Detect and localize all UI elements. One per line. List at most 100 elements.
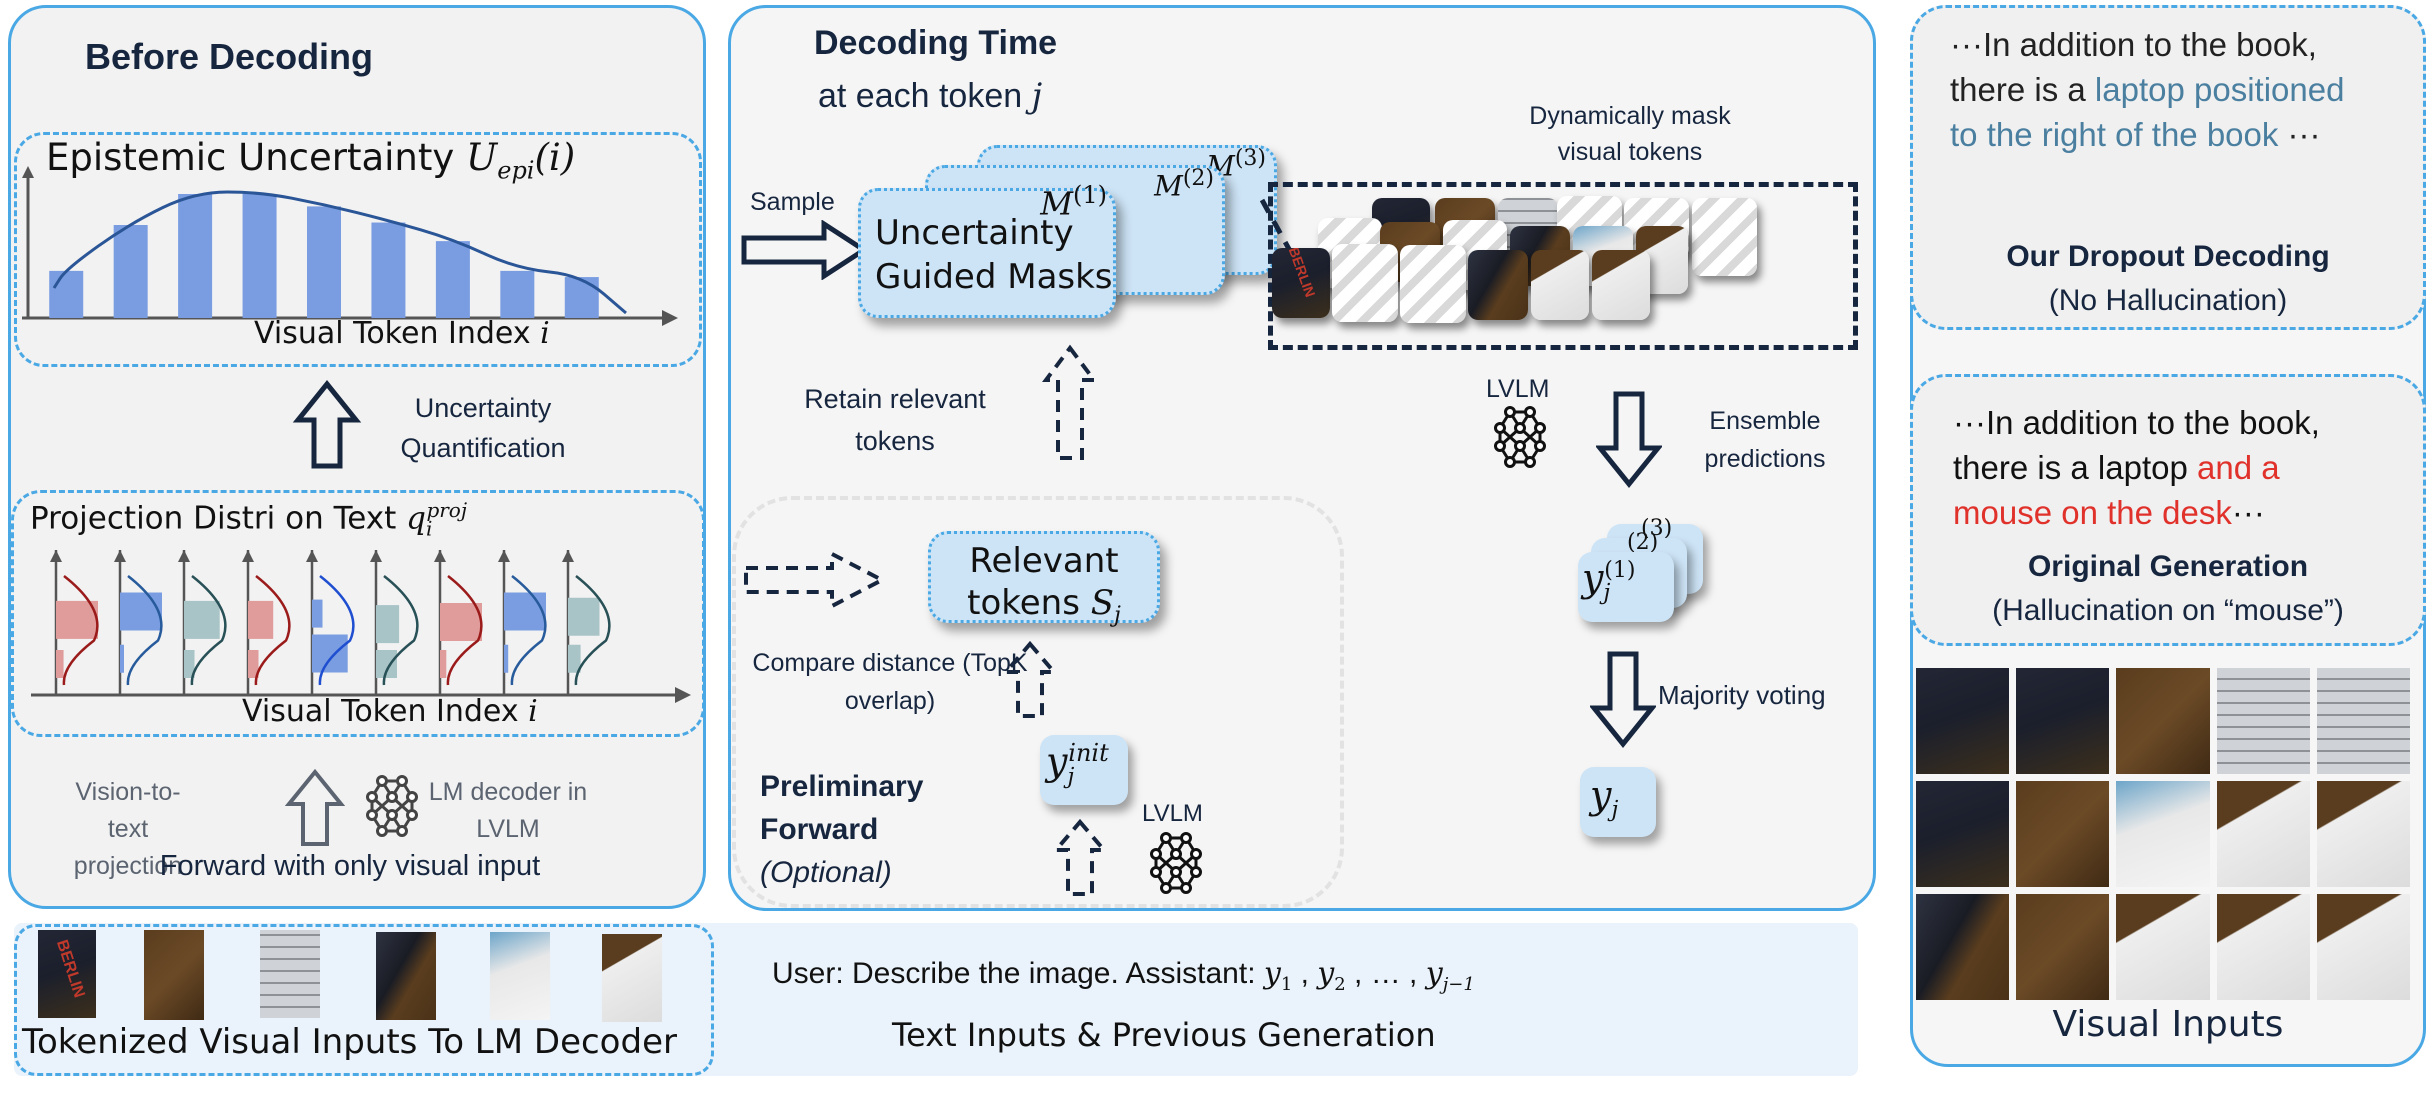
visual-token-tile	[1468, 250, 1528, 320]
ensemble-down-arrow-icon	[1596, 391, 1662, 488]
uncertainty-guided-masks-card: Uncertainty Guided Masks M(1)	[858, 181, 1116, 318]
distribution-curve	[254, 575, 291, 686]
mask-1-label: M(1)	[1040, 181, 1107, 223]
trend-curve	[52, 190, 627, 315]
bar	[49, 270, 84, 318]
faithful-highlight: laptop positioned to the right of the bo…	[1950, 71, 2345, 153]
network-node	[1494, 440, 1506, 452]
distribution-bar	[440, 650, 447, 678]
network-node	[1524, 406, 1536, 418]
visual-input-patch	[2016, 894, 2110, 1000]
visual-input-patch	[1916, 894, 2010, 1000]
neural-network-icon	[1150, 832, 1202, 894]
distribution-bar	[184, 600, 220, 639]
distribution-curve	[126, 575, 163, 686]
visual-input-patch	[1916, 781, 2010, 887]
relevant-tokens-card: Relevant tokens Sj	[928, 531, 1160, 628]
tokenized-visual-tile	[602, 934, 662, 1022]
tokenized-visual-tile	[144, 930, 204, 1020]
final-token-card: yj	[1580, 767, 1656, 837]
distribution-bar	[248, 600, 274, 639]
token-axis-arrowhead	[114, 550, 126, 562]
relevant-tokens-text: Relevant tokens Sj	[967, 541, 1121, 628]
majority-voting-label: Majority voting	[1658, 680, 1826, 710]
bar	[371, 222, 406, 318]
token-axis-arrowhead	[562, 550, 574, 562]
preliminary-forward-region	[732, 496, 1344, 908]
dashed-right-arrow-icon	[744, 550, 887, 610]
retain-dashed-up-arrow-icon	[1042, 344, 1098, 460]
ensemble-3-sup: (3)	[1641, 516, 1673, 541]
original-generation-subtitle: (Hallucination on “mouse”)	[1992, 594, 2344, 627]
decoding-time-panel	[728, 5, 1876, 911]
y-init-card: yjinit	[1040, 735, 1128, 805]
network-node	[376, 775, 388, 787]
token-axis-arrowhead	[498, 550, 510, 562]
visual-input-patch	[2316, 894, 2410, 1000]
our-generation-text: ···In addition to the book, there is a l…	[1950, 26, 2345, 153]
bar	[242, 194, 277, 318]
visual-inputs-label: Visual Inputs	[2052, 1004, 2284, 1045]
visual-input-patch	[2016, 668, 2110, 774]
token-axis-arrowhead	[178, 550, 190, 562]
mask-2-label: M(2)	[1154, 166, 1214, 203]
network-node	[1514, 422, 1526, 434]
visual-input-patch	[2016, 781, 2110, 887]
network-node	[1170, 848, 1182, 860]
epistemic-chart-xlabel: Visual Token Index i	[254, 316, 550, 351]
projection-distribution-box	[11, 490, 705, 737]
bar	[113, 225, 148, 318]
network-node	[1160, 832, 1172, 844]
network-node	[386, 791, 398, 803]
tokenized-visual-tile	[260, 930, 320, 1018]
distribution-bar	[504, 644, 509, 673]
network-node	[1180, 832, 1192, 844]
bar	[435, 241, 470, 318]
visual-input-patch	[2316, 781, 2410, 887]
visual-input-patch	[2116, 781, 2210, 887]
berlin-text: BERLIN	[52, 937, 88, 1000]
original-generation-box	[1910, 374, 2426, 646]
retain-relevant-label: Retain relevant tokens	[804, 384, 986, 456]
tokenized-visual-tile	[376, 932, 436, 1020]
lvlm-label-prelim: LVLM	[1142, 800, 1203, 827]
tokenized-visual-inputs-box	[14, 924, 714, 1076]
lvlm-label-ensemble: LVLM	[1486, 375, 1550, 403]
network-node	[1504, 456, 1516, 468]
distribution-bar	[504, 592, 546, 631]
token-axis-arrowhead	[370, 550, 382, 562]
network-node	[1150, 866, 1162, 878]
mask-card-text: Uncertainty Guided Masks	[875, 213, 1113, 297]
network-node	[1190, 848, 1202, 860]
visual-token-tile	[1592, 250, 1650, 320]
original-generation-title: Original Generation	[2027, 550, 2309, 583]
y-init-label: yjinit	[1046, 739, 1109, 790]
distribution-bar	[376, 605, 400, 644]
distribution-bar	[312, 634, 348, 673]
bar	[307, 206, 341, 318]
dynamically-mask-label: Dynamically mask visual tokens	[1529, 102, 1731, 166]
majority-down-arrow-icon	[1590, 651, 1656, 748]
token-axis-arrowhead	[434, 550, 446, 562]
network-node	[366, 791, 378, 803]
masked-visual-tokens-box	[1268, 182, 1858, 350]
masked-token-tile	[1332, 244, 1398, 322]
projection-distribution-chart	[31, 550, 691, 703]
distribution-curve	[190, 575, 227, 686]
ensemble-predictions-label: Ensemble predictions	[1704, 407, 1826, 473]
projection-chart-xlabel: Visual Token Index i	[242, 694, 538, 729]
visual-token-tile	[1531, 250, 1589, 320]
projection-chart-title: Projection Distri on Text qiproj	[30, 498, 468, 541]
preliminary-forward-label: Preliminary Forward (Optional)	[760, 770, 924, 889]
distribution-bar	[56, 650, 64, 678]
network-node	[386, 809, 398, 821]
distribution-curve	[574, 575, 611, 686]
visual-input-patch	[2216, 894, 2310, 1000]
neural-network-icon	[1494, 406, 1546, 468]
sample-arrow-icon	[741, 220, 869, 280]
distribution-bar	[440, 603, 482, 641]
tokenized-visual-tile: BERLIN	[38, 930, 96, 1018]
tokenized-visual-inputs-label: Tokenized Visual Inputs To LM Decoder	[22, 1022, 677, 1062]
network-node	[376, 825, 388, 837]
ensemble-2-sup: (2)	[1627, 530, 1659, 555]
